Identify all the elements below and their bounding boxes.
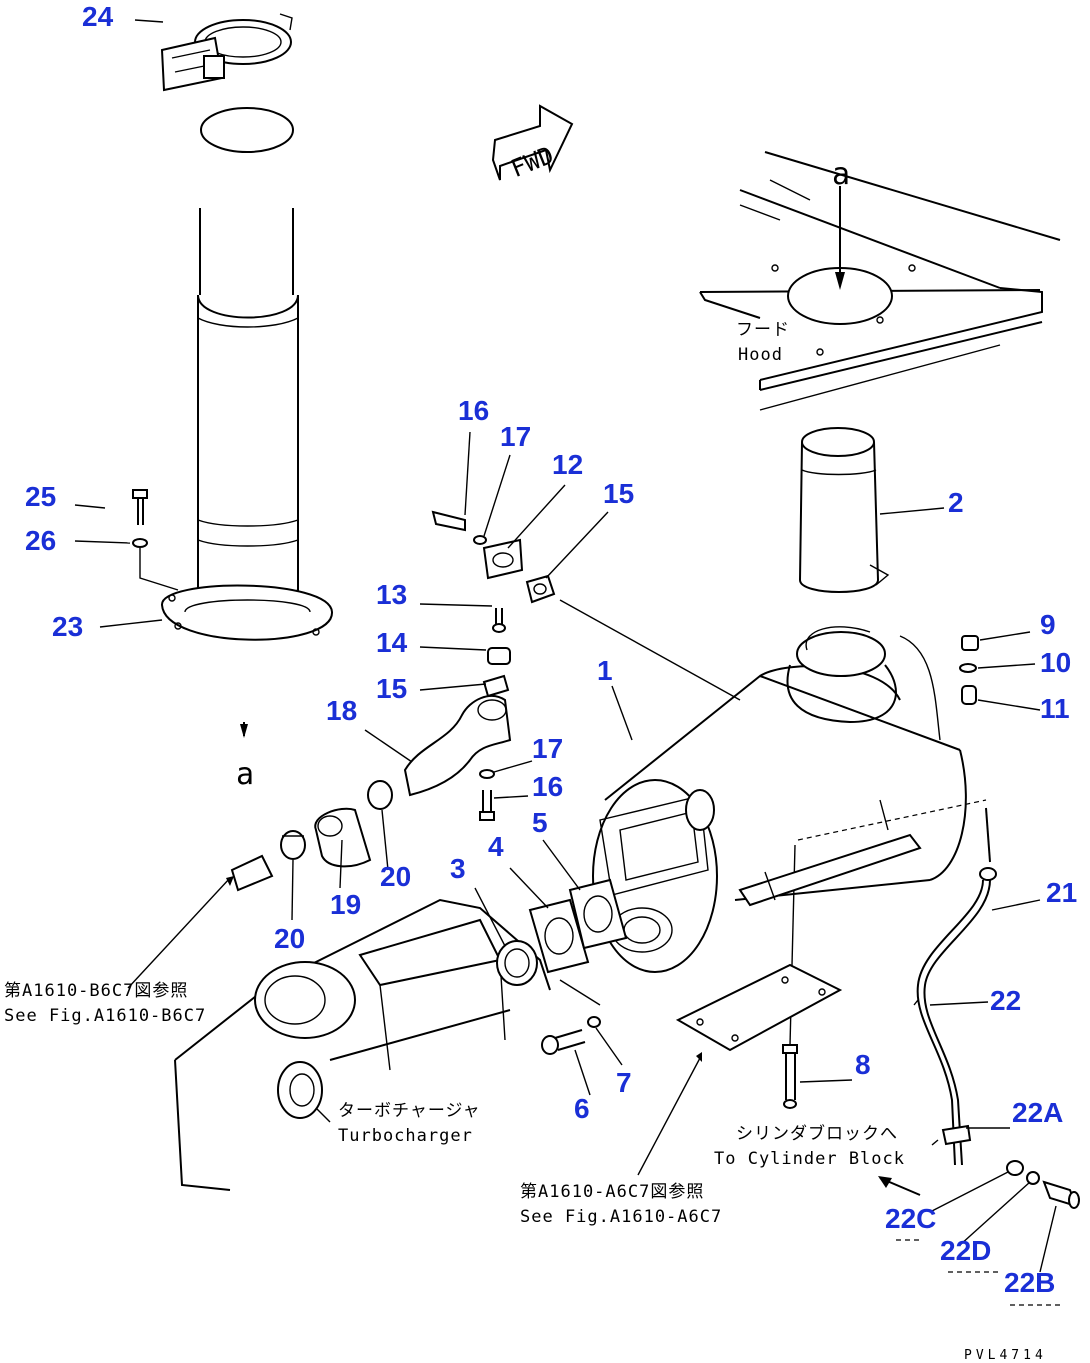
elbow-assembly-drawing [230,510,556,892]
callout-19: 19 [330,889,361,920]
callout-17-upper: 17 [500,421,531,452]
reference-2-jp: 第A1610-A6C7図参照 [520,1182,704,1202]
callout-9: 9 [1040,609,1056,640]
turbocharger-drawing [174,878,628,1191]
bracket-plate-drawing [675,963,843,1109]
tail-pipe-drawing [799,427,890,593]
turbo-label-en: Turbocharger [338,1126,473,1146]
hood-label-jp: フード [736,320,790,340]
turbo-label-jp: ターボチャージャ [338,1101,481,1121]
callout-25: 25 [25,481,56,512]
cylinder-label-jp: シリンダブロックへ [736,1123,898,1144]
callout-2: 2 [948,487,964,518]
callout-1: 1 [597,655,613,686]
callout-17-lower: 17 [532,733,563,764]
callout-16-upper: 16 [458,395,489,426]
figure-code: PVL4714 [964,1348,1047,1363]
callout-22: 22 [990,985,1021,1016]
drain-tube-drawing [878,807,1080,1209]
callout-3: 3 [450,853,466,884]
small-parts-9-10-11 [959,635,979,705]
callout-22D: 22D [940,1235,991,1266]
callout-12: 12 [552,449,583,480]
cylinder-label-en: To Cylinder Block [714,1149,905,1169]
callout-13: 13 [376,579,407,610]
callout-5: 5 [532,807,548,838]
callout-18: 18 [326,695,357,726]
reference-2-en: See Fig.A1610-A6C7 [520,1207,722,1227]
callout-24: 24 [82,1,114,32]
callout-8: 8 [855,1049,871,1080]
view-a-label-top: a [832,157,850,192]
callout-21: 21 [1046,877,1077,908]
leader-lines [74,19,1060,1306]
callout-22A: 22A [1012,1097,1063,1128]
reference-1-en: See Fig.A1610-B6C7 [4,1006,206,1026]
reference-1-jp: 第A1610-B6C7図参照 [4,981,188,1001]
callout-20-right: 20 [380,861,411,892]
callout-15-lower: 15 [376,673,407,704]
callout-14: 14 [376,627,408,658]
callout-23: 23 [52,611,83,642]
callout-15-upper: 15 [603,478,634,509]
callout-4: 4 [488,831,504,862]
callout-16-lower: 16 [532,771,563,802]
fwd-arrow-symbol [491,104,574,181]
exhaust-pipe-drawing [132,13,334,738]
callout-6: 6 [574,1093,590,1124]
callout-22C: 22C [885,1203,936,1234]
callout-20-left: 20 [274,923,305,954]
callout-22B: 22B [1004,1267,1055,1298]
callout-10: 10 [1040,647,1071,678]
callout-26: 26 [25,525,56,556]
hood-label-en: Hood [738,345,783,365]
view-a-label-left: a [236,757,254,792]
hood-frame-drawing [699,151,1061,411]
callout-7: 7 [616,1067,632,1098]
callout-11: 11 [1040,693,1070,724]
